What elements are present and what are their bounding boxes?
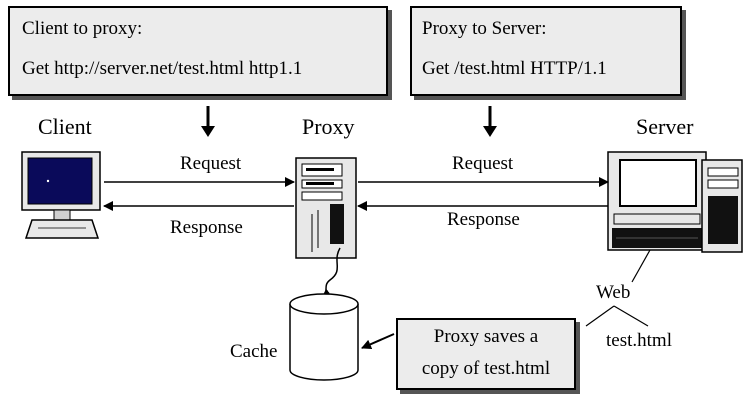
server-request-label: Request xyxy=(452,153,514,174)
web-tree-right-branch xyxy=(613,305,649,327)
down-arrow-server-box xyxy=(483,106,497,137)
down-arrow-client-box xyxy=(201,106,215,137)
client-response-label: Response xyxy=(170,217,243,238)
web-tree-left-branch xyxy=(585,305,615,327)
server-to-web-link xyxy=(631,249,651,283)
server-response-label: Response xyxy=(447,209,520,230)
proxy-to-server-title: Proxy to Server: xyxy=(422,18,547,39)
proxy-to-cache-link xyxy=(321,247,341,299)
client-computer-icon xyxy=(21,151,101,239)
server-label: Server xyxy=(636,114,694,139)
test-html-label: test.html xyxy=(606,330,672,351)
client-to-proxy-request-line: Get http://server.net/test.html http1.1 xyxy=(22,58,303,79)
proxy-label: Proxy xyxy=(302,114,355,139)
cache-note-line1: Proxy saves a xyxy=(433,326,539,347)
cache-note-line2: copy of test.html xyxy=(421,358,551,379)
client-to-proxy-box: Client to proxy: Get http://server.net/t… xyxy=(8,6,388,96)
cache-cylinder-icon xyxy=(289,293,359,381)
client-request-label: Request xyxy=(180,153,242,174)
client-label: Client xyxy=(38,114,92,139)
proxy-to-server-request-line: Get /test.html HTTP/1.1 xyxy=(422,58,607,79)
proxy-tower-icon xyxy=(295,157,357,259)
cache-label: Cache xyxy=(230,341,278,362)
proxy-to-server-box: Proxy to Server: Get /test.html HTTP/1.1 xyxy=(410,6,682,96)
client-to-proxy-title: Client to proxy: xyxy=(22,18,143,39)
cache-note-box: Proxy saves a copy of test.html xyxy=(396,318,576,390)
server-computer-icon xyxy=(607,151,743,253)
note-to-cache-arrow xyxy=(361,333,395,349)
web-label: Web xyxy=(596,282,631,303)
